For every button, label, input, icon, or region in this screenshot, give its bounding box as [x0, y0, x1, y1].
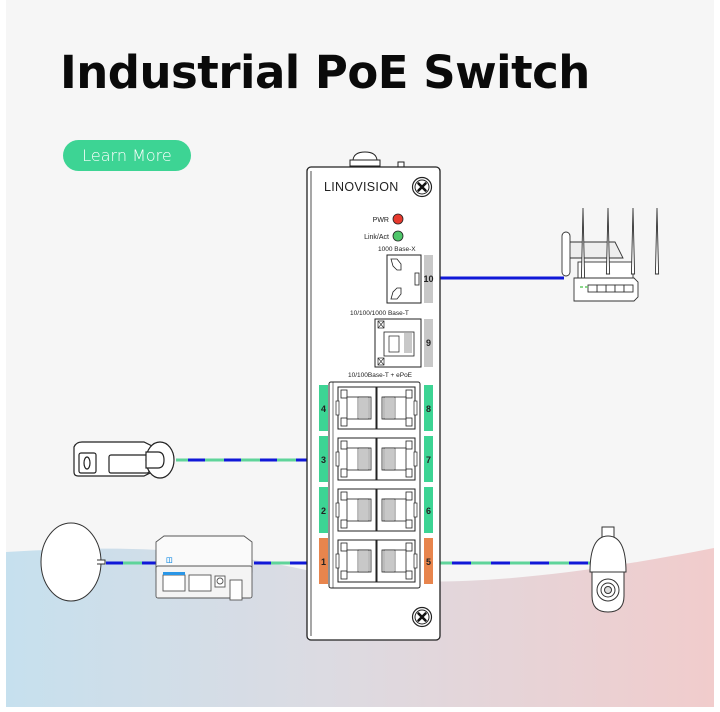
port-number-6: 6	[426, 506, 431, 516]
link-led-icon	[392, 230, 404, 242]
poe-port-2[interactable]	[335, 488, 377, 532]
poe-port-1[interactable]	[335, 539, 377, 583]
section-label-gigabit: 10/100/1000 Base-T	[350, 310, 409, 317]
section-label-poe: 10/100Base-T + ePoE	[348, 372, 413, 379]
poe-port-3[interactable]	[335, 437, 377, 481]
port-indicator-10	[424, 255, 433, 303]
port-number-3: 3	[321, 455, 326, 465]
poe-port-4[interactable]	[335, 386, 377, 430]
port-indicator-9	[424, 319, 433, 367]
screw-icon	[411, 606, 433, 628]
led-label-link: Link/Act	[364, 234, 389, 241]
learn-more-button[interactable]: Learn More	[63, 140, 191, 171]
router-device[interactable]	[561, 207, 660, 302]
port-number-9: 9	[426, 338, 431, 348]
led-label-pwr: PWR	[373, 217, 389, 224]
port-indicator-7	[424, 436, 433, 482]
port-number-5: 5	[426, 557, 431, 567]
poe-port-5[interactable]	[376, 539, 418, 583]
port-indicator-8	[424, 385, 433, 431]
port-number-1: 1	[321, 557, 326, 567]
extender-logo: ◫	[166, 557, 173, 564]
network-diagram: LINOVISION PWR Link/Act 1000 Base-X 10 1…	[40, 151, 660, 641]
poe-extender-device[interactable]: ◫	[155, 535, 253, 601]
port-number-8: 8	[426, 404, 431, 414]
port-number-4: 4	[321, 404, 326, 414]
poe-port-7[interactable]	[376, 437, 418, 481]
page-title: Industrial PoE Switch	[60, 46, 590, 99]
switch-brand: LINOVISION	[324, 180, 399, 194]
port-number-7: 7	[426, 455, 431, 465]
screw-icon	[411, 176, 433, 198]
poe-port-8[interactable]	[376, 386, 418, 430]
port-number-2: 2	[321, 506, 326, 516]
port-indicator-6	[424, 487, 433, 533]
rj45-port-9[interactable]	[374, 318, 422, 368]
port-number-10: 10	[423, 274, 433, 284]
dome-access-point-device[interactable]	[40, 522, 106, 602]
poe-port-6[interactable]	[376, 488, 418, 532]
pwr-led-icon	[392, 213, 404, 225]
banner-canvas: Industrial PoE Switch Learn More	[6, 0, 714, 707]
port-indicator-4	[319, 385, 328, 431]
bullet-camera-device[interactable]	[73, 441, 175, 479]
poe-port-block	[328, 381, 421, 589]
port-indicator-3	[319, 436, 328, 482]
sfp-port-10[interactable]	[386, 254, 422, 304]
poe-switch: LINOVISION PWR Link/Act 1000 Base-X 10 1…	[306, 151, 441, 641]
section-label-sfp: 1000 Base-X	[378, 246, 416, 253]
antenna-connector	[352, 151, 378, 161]
port-indicator-5	[424, 538, 433, 584]
port-indicator-1	[319, 538, 328, 584]
ptz-camera-device[interactable]	[589, 526, 627, 613]
port-indicator-2	[319, 487, 328, 533]
